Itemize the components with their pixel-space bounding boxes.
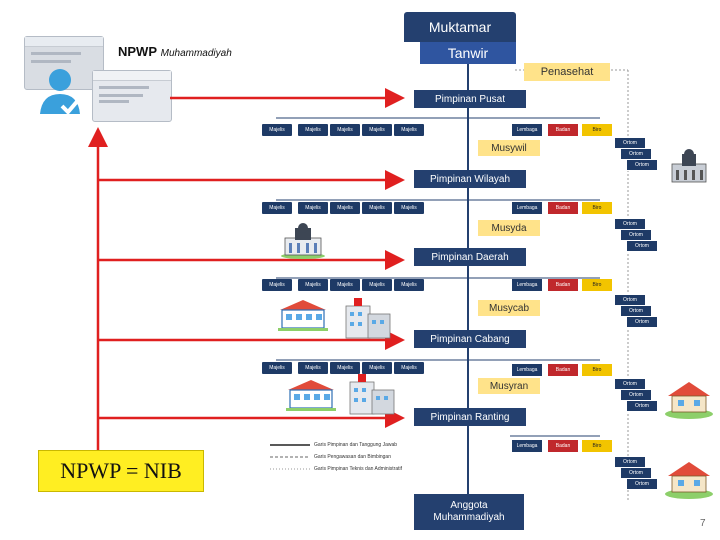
ortom-unit: Ortom (626, 400, 658, 412)
badan-unit: Badan (548, 440, 578, 452)
majelis-unit: Majelis (362, 124, 392, 136)
anggota-line1: Anggota (450, 500, 488, 511)
majelis-unit: Majelis (394, 202, 424, 214)
lembaga-unit: Lembaga (512, 440, 542, 452)
majelis-unit: Majelis (298, 202, 328, 214)
majelis-unit: Majelis (298, 124, 328, 136)
majelis-unit: Majelis (362, 202, 392, 214)
npwp-nib-box: NPWP = NIB (38, 450, 204, 492)
pimpinan-cabang-box: Pimpinan Cabang (414, 330, 526, 348)
government-building-icon (280, 222, 326, 265)
person-check-icon (38, 66, 86, 116)
musycab-box: Musycab (478, 300, 540, 316)
majelis-unit: Majelis (394, 279, 424, 291)
lembaga-unit: Lembaga (512, 364, 542, 376)
npwp-card-group (18, 28, 172, 122)
muktamar-box: Muktamar (404, 12, 516, 42)
badan-unit: Badan (548, 202, 578, 214)
house-icon (664, 458, 714, 505)
majelis-unit: Majelis (330, 279, 360, 291)
majelis-unit: Majelis (394, 124, 424, 136)
majelis-unit: Majelis (362, 279, 392, 291)
legend-item-1: Garis Pimpinan dan Tanggung Jawab (314, 442, 398, 448)
majelis-unit: Majelis (362, 362, 392, 374)
biro-unit: Biro (582, 279, 612, 291)
ortom-unit: Ortom (626, 316, 658, 328)
school-building-icon (286, 378, 336, 417)
npwp-card-front (92, 70, 172, 122)
badan-unit: Badan (548, 124, 578, 136)
majelis-unit: Majelis (262, 362, 292, 374)
majelis-unit: Majelis (330, 124, 360, 136)
anggota-line2: Muhammadiyah (433, 512, 505, 523)
biro-unit: Biro (582, 440, 612, 452)
house-icon (664, 378, 714, 425)
npwp-title-italic: Muhammadiyah (160, 48, 232, 59)
tanwir-box: Tanwir (420, 42, 516, 64)
npwp-nib-label: NPWP = NIB (60, 458, 182, 483)
lembaga-unit: Lembaga (512, 202, 542, 214)
badan-unit: Badan (548, 279, 578, 291)
hospital-building-icon (344, 372, 398, 423)
npwp-title: NPWP Muhammadiyah (118, 44, 232, 59)
musyran-box: Musyran (478, 378, 540, 394)
majelis-unit: Majelis (394, 362, 424, 374)
legend-item-3: Garis Pimpinan Teknis dan Administratif (314, 466, 403, 472)
ortom-unit: Ortom (626, 159, 658, 171)
anggota-box: Anggota Muhammadiyah (414, 494, 524, 530)
pimpinan-daerah-box: Pimpinan Daerah (414, 248, 526, 266)
biro-unit: Biro (582, 202, 612, 214)
majelis-unit: Majelis (298, 279, 328, 291)
penasehat-box: Penasehat (524, 63, 610, 81)
majelis-unit: Majelis (330, 202, 360, 214)
legend-item-2: Garis Pengawasan dan Bimbingan (314, 454, 391, 460)
musyda-box: Musyda (478, 220, 540, 236)
majelis-unit: Majelis (298, 362, 328, 374)
government-building-icon (668, 148, 710, 189)
pimpinan-pusat-box: Pimpinan Pusat (414, 90, 526, 108)
majelis-unit: Majelis (262, 279, 292, 291)
lembaga-unit: Lembaga (512, 279, 542, 291)
musywil-box: Musywil (478, 140, 540, 156)
ortom-unit: Ortom (626, 478, 658, 490)
hospital-building-icon (340, 296, 394, 347)
biro-unit: Biro (582, 124, 612, 136)
pimpinan-wilayah-box: Pimpinan Wilayah (414, 170, 526, 188)
majelis-unit: Majelis (262, 202, 292, 214)
npwp-title-bold: NPWP (118, 44, 157, 59)
majelis-unit: Majelis (330, 362, 360, 374)
biro-unit: Biro (582, 364, 612, 376)
majelis-unit: Majelis (262, 124, 292, 136)
page-number: 7 (700, 518, 706, 529)
lembaga-unit: Lembaga (512, 124, 542, 136)
pimpinan-ranting-box: Pimpinan Ranting (414, 408, 526, 426)
school-building-icon (278, 298, 328, 337)
ortom-unit: Ortom (626, 240, 658, 252)
badan-unit: Badan (548, 364, 578, 376)
